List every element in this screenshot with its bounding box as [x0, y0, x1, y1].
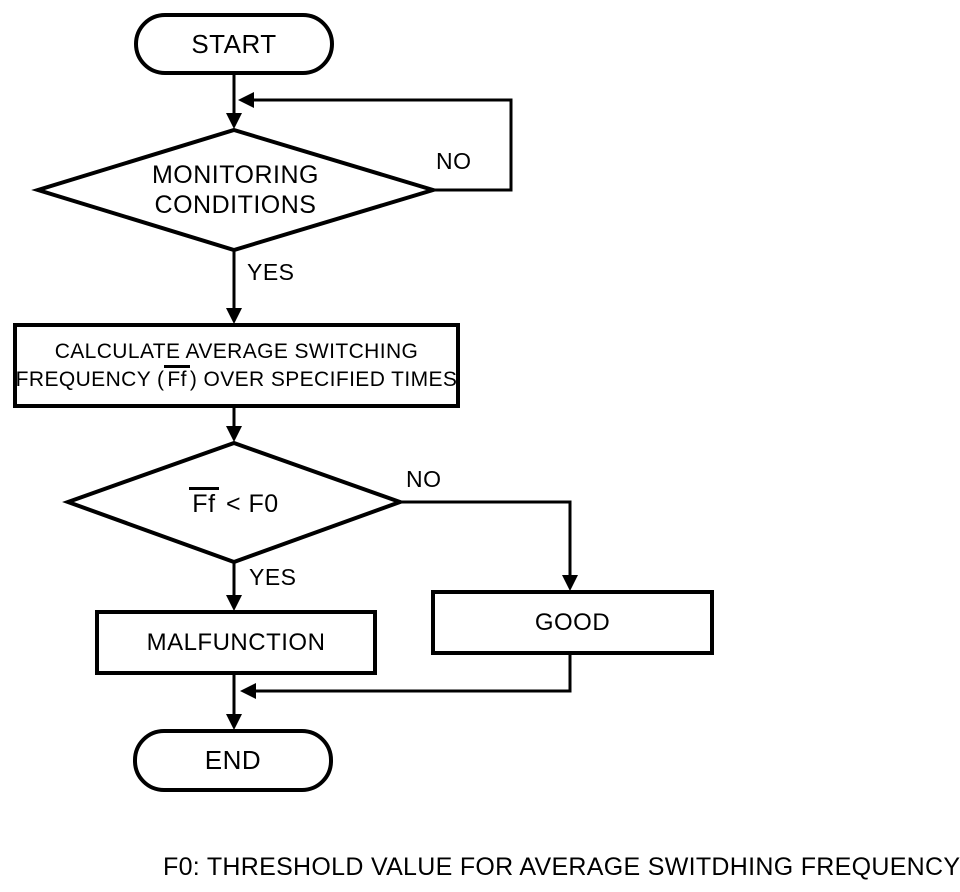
- process1-label: CALCULATE AVERAGE SWITCHING FREQUENCY (F…: [15, 325, 458, 406]
- process1-line2-ff-overline: Ff: [164, 364, 190, 391]
- process1-line2-pre: FREQUENCY (: [15, 367, 165, 391]
- arrowhead-into-process1: [226, 308, 242, 324]
- end-terminator: [133, 729, 333, 792]
- good-label: GOOD: [534, 608, 611, 636]
- decision1-label-line1: MONITORING: [151, 161, 320, 189]
- decision2-no-label: NO: [406, 466, 442, 492]
- arrowhead-into-end: [226, 714, 242, 730]
- malfunction-label: MALFUNCTION: [146, 628, 326, 656]
- start-label: START: [191, 28, 277, 59]
- decision2-diamond: [62, 440, 406, 565]
- edge-no-to-good: [400, 500, 572, 577]
- decision2-label: Ff < F0: [68, 443, 400, 562]
- arrowhead-loopback-left: [238, 92, 254, 108]
- footnote-text: F0: THRESHOLD VALUE FOR AVERAGE SWITDHIN…: [163, 853, 960, 881]
- arrowhead-into-good: [562, 575, 578, 591]
- decision1-label: MONITORING CONDITIONS: [38, 130, 433, 250]
- arrowhead-merge-left: [240, 683, 256, 699]
- good-box: [431, 590, 714, 655]
- end-label: END: [204, 745, 262, 775]
- decision1-diamond: [31, 127, 440, 253]
- decision1-yes-label: YES: [247, 259, 295, 285]
- process1-label-line1: CALCULATE AVERAGE SWITCHING: [54, 339, 419, 363]
- process1-box: [13, 323, 460, 408]
- malfunction-box: [95, 610, 377, 675]
- arrowhead-into-decision1: [226, 113, 242, 129]
- arrowhead-into-malfunction: [226, 595, 242, 611]
- decision2-comparison: < F0: [218, 489, 279, 518]
- decision1-label-line2: CONDITIONS: [154, 191, 317, 219]
- edge-no-loopback: [252, 98, 513, 192]
- edge-good-to-merge: [254, 653, 572, 693]
- process1-label-line2: FREQUENCY (Ff) OVER SPECIFIED TIMES: [15, 364, 458, 393]
- start-terminator: [134, 13, 334, 75]
- arrowhead-into-decision2: [226, 426, 242, 442]
- decision2-yes-label: YES: [249, 564, 297, 590]
- process1-line2-post: ) OVER SPECIFIED TIMES: [189, 367, 458, 391]
- decision1-no-label: NO: [436, 148, 472, 174]
- decision2-ff-overline: Ff: [189, 486, 219, 517]
